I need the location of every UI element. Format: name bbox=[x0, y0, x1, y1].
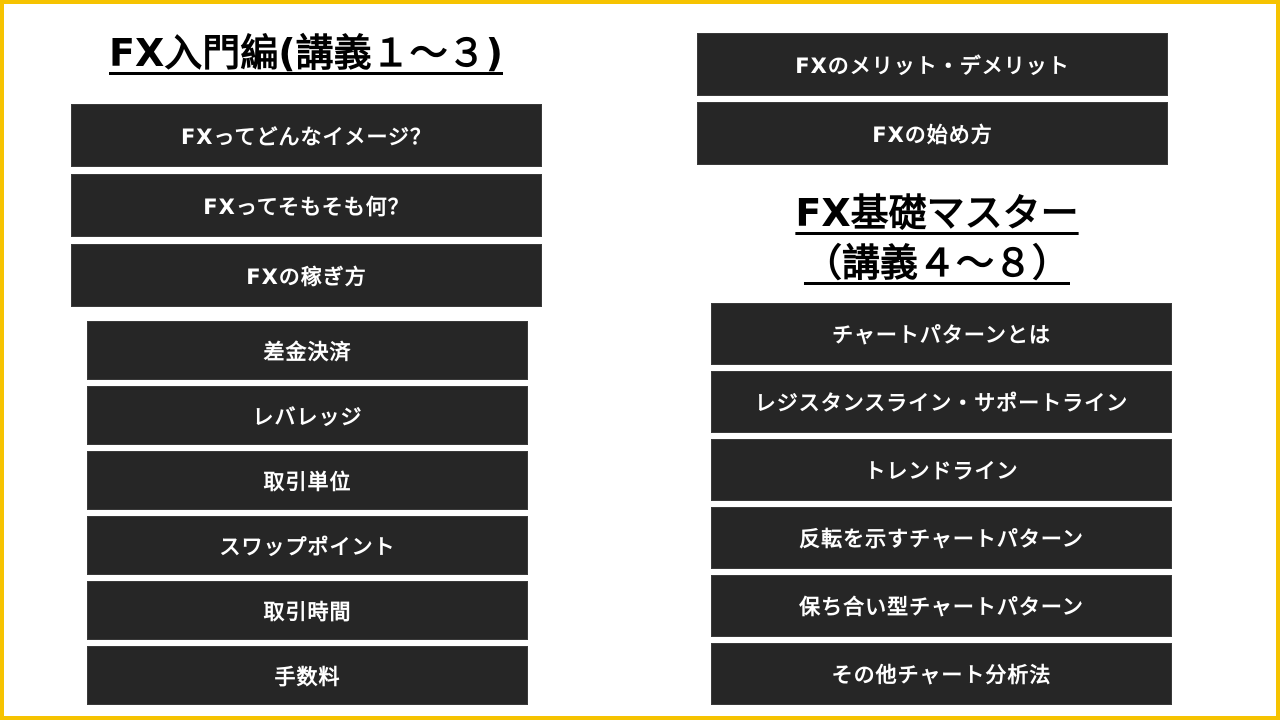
subtopic-button[interactable]: 手数料 bbox=[87, 646, 528, 705]
left-title-text: FX入門編(講義１～３) bbox=[109, 31, 503, 75]
lecture-topic-button[interactable]: FXの稼ぎ方 bbox=[71, 244, 542, 307]
subtopic-button[interactable]: 取引単位 bbox=[87, 451, 528, 510]
right-section-title: FX基礎マスター （講義４～８） bbox=[697, 188, 1177, 288]
lecture-topic-button[interactable]: チャートパターンとは bbox=[711, 303, 1172, 365]
lecture-topic-button[interactable]: FXってそもそも何？ bbox=[71, 174, 542, 237]
item-label: トレンドライン bbox=[864, 459, 1019, 483]
item-label: チャートパターンとは bbox=[832, 323, 1051, 347]
item-label: FXの始め方 bbox=[872, 122, 993, 147]
item-label: 取引単位 bbox=[263, 469, 352, 494]
subtopic-button[interactable]: 取引時間 bbox=[87, 581, 528, 640]
item-label: FXのメリット・デメリット bbox=[795, 53, 1070, 78]
subtopic-button[interactable]: スワップポイント bbox=[87, 516, 528, 575]
item-label: FXってどんなイメージ？ bbox=[180, 124, 433, 149]
lecture-topic-button[interactable]: 反転を示すチャートパターン bbox=[711, 507, 1172, 569]
item-label: FXの稼ぎ方 bbox=[246, 264, 367, 289]
item-label: その他チャート分析法 bbox=[831, 663, 1052, 687]
lecture-topic-button[interactable]: FXってどんなイメージ？ bbox=[71, 104, 542, 167]
lecture-topic-button[interactable]: トレンドライン bbox=[711, 439, 1172, 501]
item-label: FXってそもそも何？ bbox=[203, 194, 410, 219]
item-label: 差金決済 bbox=[263, 339, 352, 364]
item-label: レジスタンスライン・サポートライン bbox=[754, 391, 1129, 415]
subtopic-button[interactable]: レバレッジ bbox=[87, 386, 528, 445]
right-title-line1: FX基礎マスター bbox=[795, 191, 1079, 235]
lecture-topic-button[interactable]: 保ち合い型チャートパターン bbox=[711, 575, 1172, 637]
lecture-topic-button[interactable]: レジスタンスライン・サポートライン bbox=[711, 371, 1172, 433]
item-label: 反転を示すチャートパターン bbox=[799, 527, 1084, 551]
left-section-title: FX入門編(講義１～３) bbox=[71, 28, 541, 78]
item-label: 保ち合い型チャートパターン bbox=[799, 595, 1084, 619]
item-label: スワップポイント bbox=[219, 534, 396, 559]
lecture-topic-button[interactable]: FXの始め方 bbox=[697, 102, 1168, 165]
item-label: 手数料 bbox=[274, 664, 341, 689]
item-label: レバレッジ bbox=[252, 404, 363, 429]
right-title-line2: （講義４～８） bbox=[803, 241, 1070, 285]
lecture-topic-button[interactable]: その他チャート分析法 bbox=[711, 643, 1172, 705]
subtopic-button[interactable]: 差金決済 bbox=[87, 321, 528, 380]
item-label: 取引時間 bbox=[263, 599, 352, 624]
lecture-topic-button[interactable]: FXのメリット・デメリット bbox=[697, 33, 1168, 96]
